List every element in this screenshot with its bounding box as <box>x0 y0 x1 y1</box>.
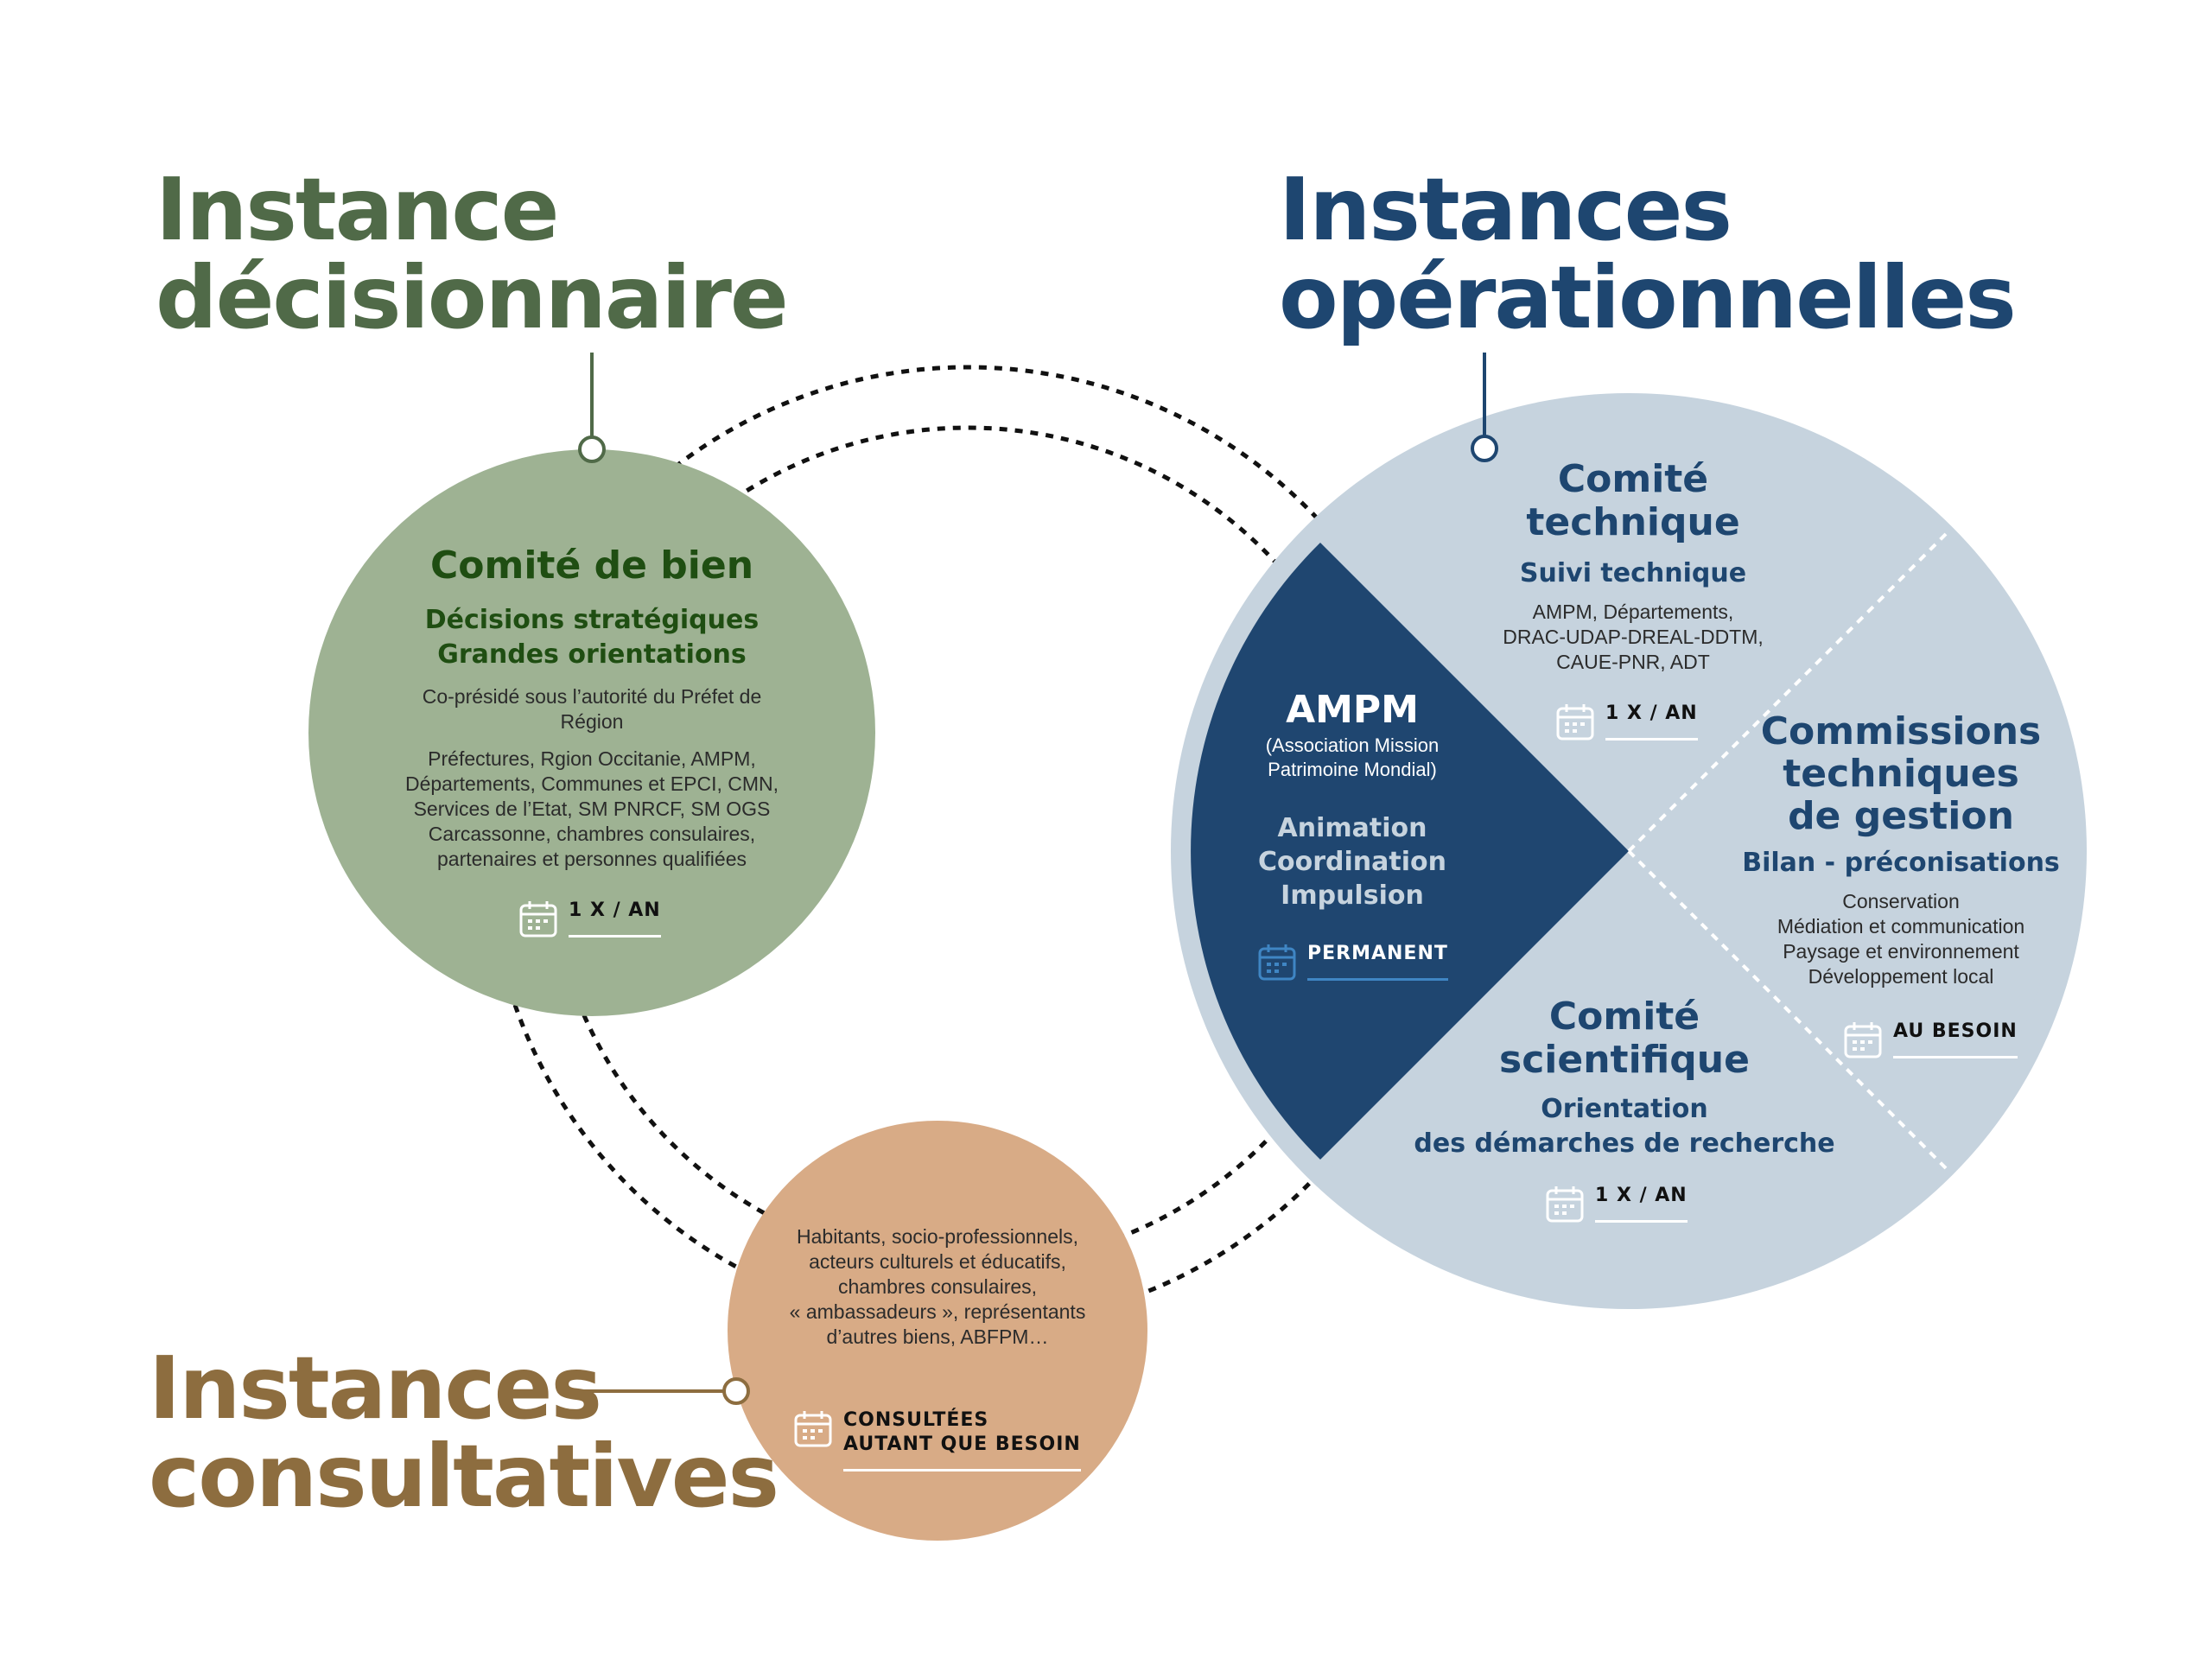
comite-technique-title: Comité technique <box>1452 458 1815 544</box>
consultatives-members-line-1: Habitants, socio-professionnels, <box>797 1225 1078 1248</box>
heading-instances-consultatives: Instances consultatives <box>149 1338 779 1527</box>
comite-de-bien-frequency-label: 1 X / AN <box>569 899 661 938</box>
operationnelles-connector-dot <box>1471 435 1498 462</box>
comite-scientifique-frequency-label: 1 X / AN <box>1595 1184 1688 1223</box>
comite-technique-members-line-3: CAUE-PNR, ADT <box>1556 651 1710 673</box>
ampm-frequency: PERMANENT <box>1257 942 1448 982</box>
ampm-full-name-line-2: Patrimoine Mondial) <box>1268 759 1437 780</box>
ampm-block: AMPM (Association Mission Patrimoine Mon… <box>1218 687 1486 912</box>
comite-scientifique-block: Comité scientifique Orientation des déma… <box>1382 995 1866 1161</box>
ampm-role-coordination: Coordination <box>1258 847 1446 877</box>
heading-operationnelles-line-2: opérationnelles <box>1279 247 2017 348</box>
comite-de-bien-block: Comité de bien Décisions stratégiques Gr… <box>376 543 808 872</box>
comite-de-bien-title: Comité de bien <box>429 543 754 588</box>
calendar-icon <box>519 901 557 938</box>
consultatives-members: Habitants, socio-professionnels, acteurs… <box>765 1224 1110 1350</box>
comite-technique-title-line-1: Comité <box>1557 457 1709 501</box>
commissions-theme-conservation: Conservation <box>1842 890 1960 912</box>
consultatives-frequency-line-2: AUTANT QUE BESOIN <box>843 1433 1081 1455</box>
ampm-roles: Animation Coordination Impulsion <box>1218 811 1486 912</box>
comite-technique-frequency: 1 X / AN <box>1555 702 1698 741</box>
comite-de-bien-presidence: Co-présidé sous l’autorité du Préfet de … <box>376 684 808 734</box>
comite-de-bien-members: Préfectures, Rgion Occitanie, AMPM, Dépa… <box>376 747 808 872</box>
consultatives-connector-dot <box>722 1377 750 1405</box>
decisionnaire-connector-dot <box>578 435 606 463</box>
commissions-title-line-1: Commissions <box>1760 709 2042 753</box>
consultatives-frequency: CONSULTÉES AUTANT QUE BESOIN <box>793 1408 1081 1471</box>
comite-de-bien-members-line-4: Carcassonne, chambres consulaires, <box>428 823 756 845</box>
commissions-frequency: AU BESOIN <box>1843 1020 2018 1059</box>
comite-de-bien-subtitle-line-2: Grandes orientations <box>437 639 747 670</box>
heading-instance-decisionnaire: Instance décisionnaire <box>156 159 789 348</box>
comite-de-bien-subtitle: Décisions stratégiques Grandes orientati… <box>376 603 808 672</box>
heading-decisionnaire-line-1: Instance <box>156 159 559 260</box>
comite-scientifique-subtitle: Orientation des démarches de recherche <box>1382 1092 1866 1161</box>
comite-scientifique-title-line-1: Comité <box>1548 995 1700 1039</box>
comite-de-bien-members-line-3: Services de l’Etat, SM PNRCF, SM OGS <box>413 798 771 820</box>
ampm-frequency-label: PERMANENT <box>1307 942 1448 981</box>
commissions-theme-developpement: Développement local <box>1808 965 1994 988</box>
commissions-theme-paysage: Paysage et environnement <box>1783 940 2019 963</box>
comite-scientifique-frequency: 1 X / AN <box>1545 1184 1688 1224</box>
calendar-icon <box>1844 1022 1882 1058</box>
consultatives-members-line-5: d’autres biens, ABFPM… <box>826 1325 1049 1348</box>
heading-consultatives-line-2: consultatives <box>149 1426 779 1527</box>
divider-lower-right <box>1627 849 1948 1171</box>
consultatives-block: Habitants, socio-professionnels, acteurs… <box>765 1224 1110 1350</box>
comite-scientifique-subtitle-line-1: Orientation <box>1541 1094 1708 1124</box>
divider-upper-right <box>1627 531 1948 853</box>
comite-scientifique-title: Comité scientifique <box>1382 995 1866 1082</box>
commissions-block: Commissions techniques de gestion Bilan … <box>1728 710 2074 989</box>
comite-de-bien-circle <box>308 449 875 1016</box>
ampm-full-name: (Association Mission Patrimoine Mondial) <box>1218 734 1486 782</box>
commissions-frequency-label: AU BESOIN <box>1893 1020 2018 1058</box>
consultatives-frequency-line-1: CONSULTÉES <box>843 1409 989 1431</box>
heading-instances-operationnelles: Instances opérationnelles <box>1279 159 2017 348</box>
ampm-full-name-line-1: (Association Mission <box>1265 734 1440 756</box>
ampm-role-animation: Animation <box>1277 813 1427 843</box>
commissions-subtitle: Bilan - préconisations <box>1742 848 2060 878</box>
comite-de-bien-frequency: 1 X / AN <box>518 899 661 938</box>
commissions-theme-mediation: Médiation et communication <box>1777 915 2025 938</box>
comite-de-bien-subtitle-line-1: Décisions stratégiques <box>424 605 760 635</box>
comite-de-bien-presidence-line-2: Région <box>560 710 624 733</box>
comite-technique-block: Comité technique Suivi technique AMPM, D… <box>1452 458 1815 675</box>
calendar-icon <box>794 1411 832 1447</box>
comite-technique-members-line-2: DRAC-UDAP-DREAL-DDTM, <box>1503 626 1764 648</box>
commissions-title-line-2: techniques <box>1783 752 2019 796</box>
heading-consultatives-line-1: Instances <box>149 1338 602 1439</box>
ampm-wedge <box>1191 543 1629 1160</box>
calendar-icon <box>1258 944 1296 981</box>
commissions-title: Commissions techniques de gestion <box>1728 710 2074 837</box>
commissions-themes: Conservation Médiation et communication … <box>1728 889 2074 989</box>
ampm-title: AMPM <box>1286 688 1419 732</box>
consultatives-frequency-label: CONSULTÉES AUTANT QUE BESOIN <box>843 1408 1081 1471</box>
comite-technique-title-line-2: technique <box>1526 500 1740 544</box>
commissions-title-line-3: de gestion <box>1788 794 2014 838</box>
consultatives-members-line-4: « ambassadeurs », représentants <box>789 1300 1086 1323</box>
comite-technique-members: AMPM, Départements, DRAC-UDAP-DREAL-DDTM… <box>1452 600 1815 675</box>
comite-technique-subtitle: Suivi technique <box>1519 558 1747 588</box>
heading-operationnelles-line-1: Instances <box>1279 159 1732 260</box>
comite-de-bien-members-line-2: Départements, Communes et EPCI, CMN, <box>404 772 779 795</box>
comite-de-bien-members-line-1: Préfectures, Rgion Occitanie, AMPM, <box>428 747 756 770</box>
calendar-icon <box>1546 1186 1584 1223</box>
comite-scientifique-subtitle-line-2: des démarches de recherche <box>1414 1128 1835 1159</box>
heading-decisionnaire-line-2: décisionnaire <box>156 247 789 348</box>
consultatives-circle <box>728 1121 1147 1541</box>
comite-technique-frequency-label: 1 X / AN <box>1605 702 1698 741</box>
comite-de-bien-members-line-5: partenaires et personnes qualifiées <box>436 848 747 870</box>
comite-scientifique-title-line-2: scientifique <box>1499 1038 1750 1082</box>
consultatives-members-line-3: chambres consulaires, <box>837 1275 1038 1298</box>
comite-de-bien-presidence-line-1: Co-présidé sous l’autorité du Préfet de <box>422 685 762 708</box>
comite-technique-members-line-1: AMPM, Départements, <box>1532 601 1734 623</box>
calendar-icon <box>1556 704 1594 741</box>
consultatives-members-line-2: acteurs culturels et éducatifs, <box>809 1250 1066 1273</box>
ampm-role-impulsion: Impulsion <box>1281 880 1424 911</box>
